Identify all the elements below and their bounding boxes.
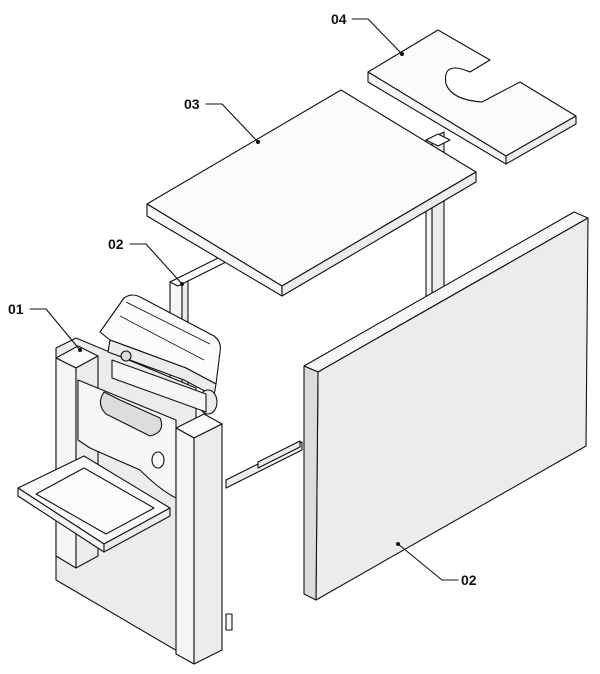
side-panel: [303, 211, 589, 601]
label-02-frame: 02: [108, 236, 124, 252]
front-module: [17, 294, 223, 665]
callout-02-frame: 02: [108, 236, 184, 286]
label-02-panel: 02: [461, 572, 477, 588]
label-01: 01: [8, 301, 24, 317]
callout-03: 03: [184, 96, 260, 144]
top-plate: [146, 89, 477, 297]
label-04: 04: [331, 11, 347, 27]
label-03: 03: [184, 96, 200, 112]
u-cover: [367, 29, 577, 165]
callout-02-panel: 02: [396, 542, 477, 588]
callout-01: 01: [8, 301, 82, 352]
callout-04: 04: [331, 11, 404, 56]
